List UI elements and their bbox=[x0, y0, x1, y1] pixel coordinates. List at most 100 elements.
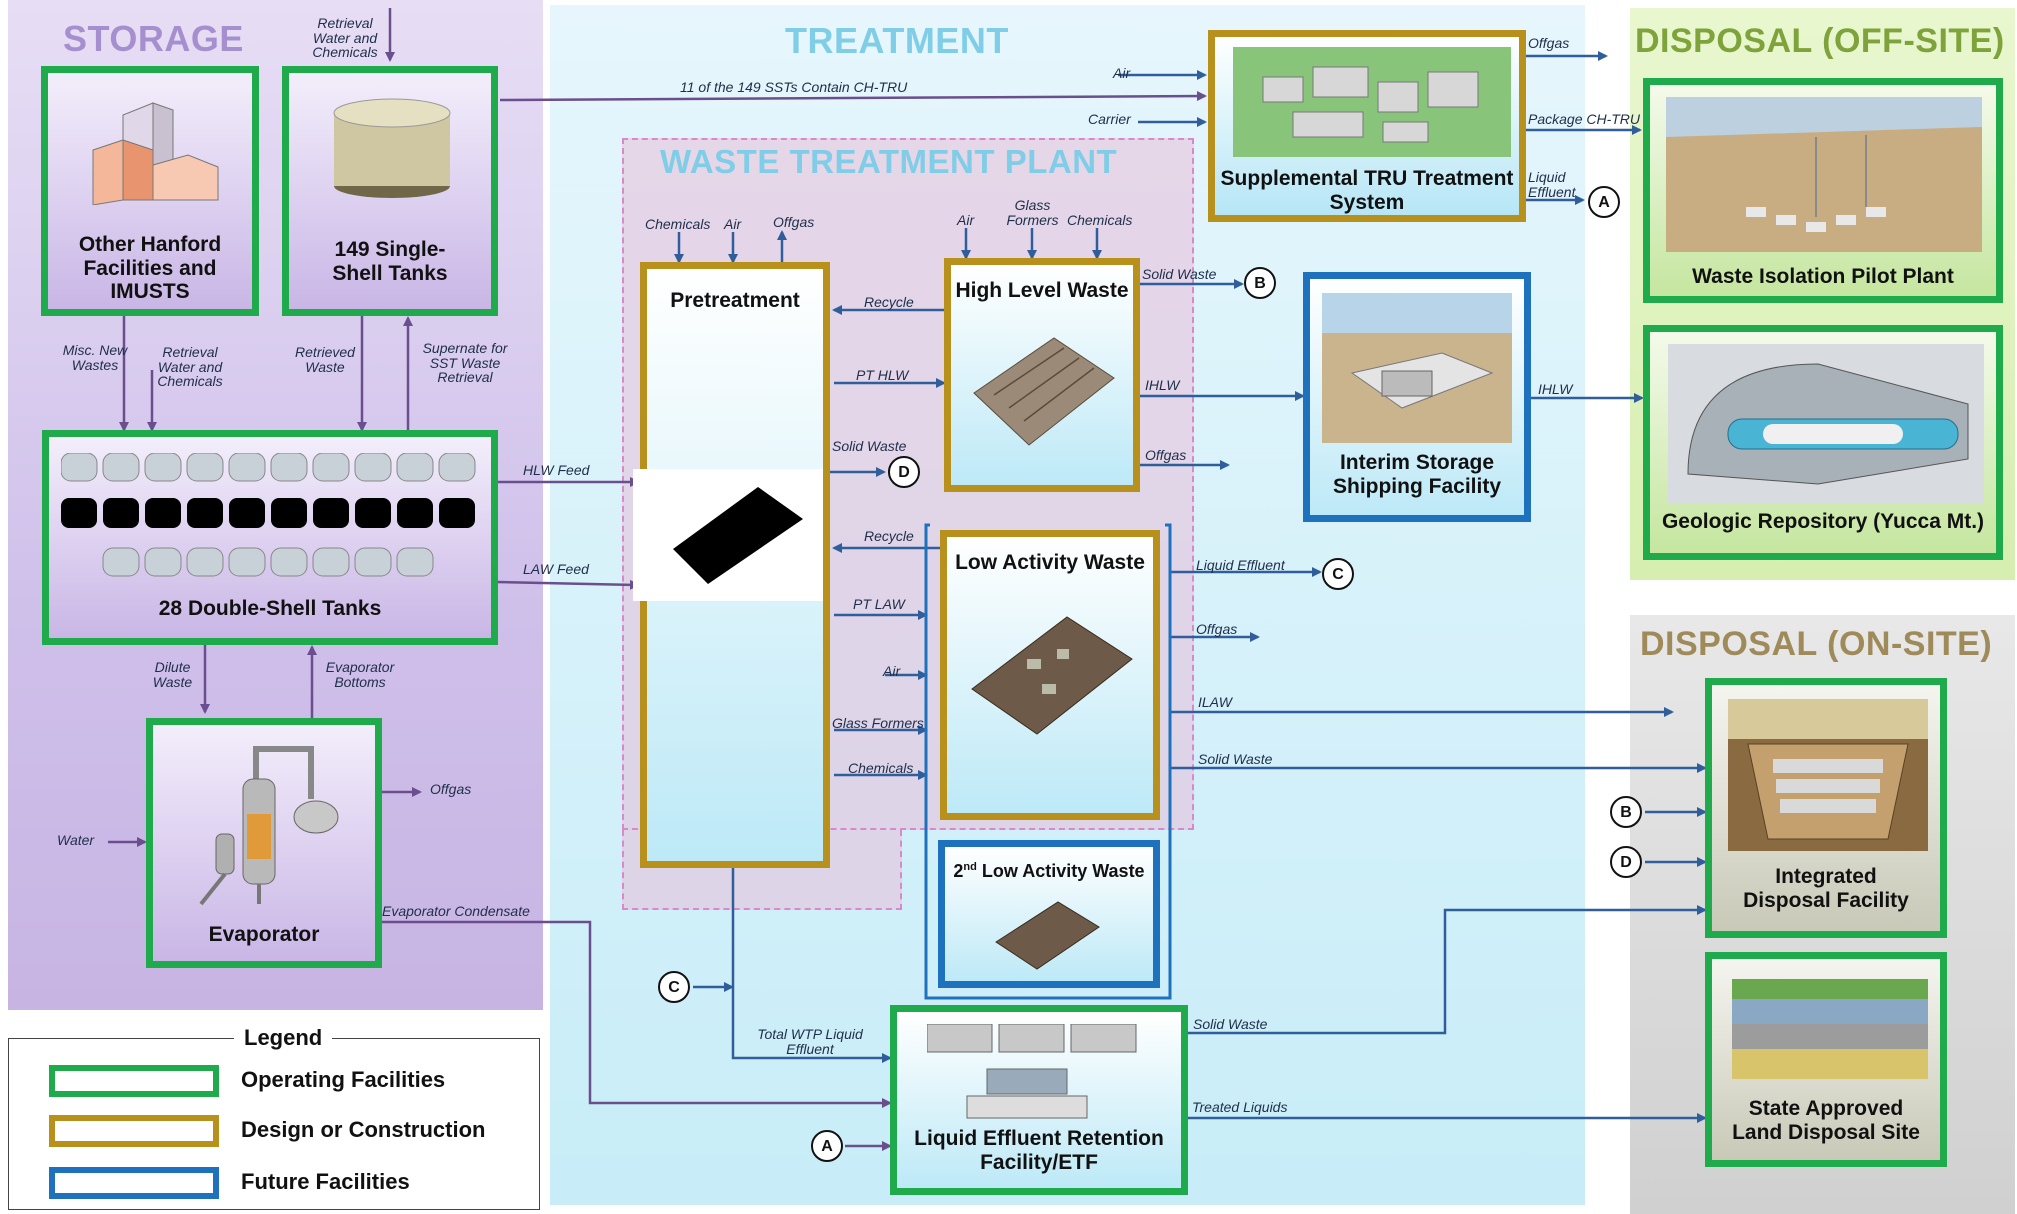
interim-label: Interim Storage Shipping Facility bbox=[1332, 451, 1501, 498]
flow-offgas-hlw: Offgas bbox=[1145, 447, 1187, 463]
interim-storage-box[interactable]: Interim Storage Shipping Facility bbox=[1303, 272, 1531, 522]
connector-a-tru: A bbox=[1588, 186, 1620, 218]
geologic-repository-icon bbox=[1668, 344, 1984, 504]
flow-recycle-law: Recycle bbox=[864, 528, 914, 544]
flow-pt-law: PT LAW bbox=[853, 596, 905, 612]
supp-tru-label: Supplemental TRU Treatment System bbox=[1220, 167, 1514, 214]
tank-icon bbox=[333, 98, 451, 198]
flow-solid-waste-hlw: Solid Waste bbox=[1142, 266, 1217, 282]
flow-recycle-hlw: Recycle bbox=[864, 294, 914, 310]
law2-label: 2nd Low Activity Waste bbox=[953, 861, 1145, 881]
sald-label: State Approved Land Disposal Site bbox=[1732, 1097, 1920, 1144]
legend-swatch-design bbox=[49, 1115, 219, 1147]
legend-label-design: Design or Construction bbox=[241, 1117, 486, 1142]
flow-solid-waste-pt: Solid Waste bbox=[832, 438, 907, 454]
flow-ihlw-1: IHLW bbox=[1145, 377, 1180, 393]
low-activity-waste-box[interactable]: Low Activity Waste bbox=[940, 530, 1160, 820]
flow-offgas-pt: Offgas bbox=[773, 214, 815, 230]
flow-ssts-ch-tru: 11 of the 149 SSTs Contain CH-TRU bbox=[680, 79, 908, 95]
connector-a-lerf: A bbox=[811, 1130, 843, 1162]
interim-facility-icon bbox=[1322, 293, 1512, 443]
flow-evap-condensate: Evaporator Condensate bbox=[382, 903, 530, 919]
flow-offgas-tru: Offgas bbox=[1528, 35, 1570, 51]
flow-solid-waste-lerf: Solid Waste bbox=[1193, 1016, 1268, 1032]
other-hanford-box[interactable]: Other Hanford Facilities and IMUSTS bbox=[41, 66, 259, 316]
yucca-box[interactable]: Geologic Repository (Yucca Mt.) bbox=[1643, 325, 2003, 560]
flow-water: Water bbox=[57, 832, 95, 848]
flow-solid-waste-law: Solid Waste bbox=[1198, 751, 1273, 767]
high-level-waste-box[interactable]: High Level Waste bbox=[944, 258, 1140, 492]
connector-c-law: C bbox=[1322, 558, 1354, 590]
flow-offgas-evap: Offgas bbox=[430, 781, 472, 797]
flow-evap-bottoms: Evaporator Bottoms bbox=[325, 659, 395, 690]
second-law-box[interactable]: 2nd Low Activity Waste bbox=[938, 840, 1160, 988]
idf-box[interactable]: Integrated Disposal Facility bbox=[1705, 678, 1947, 938]
legend-label-future: Future Facilities bbox=[241, 1169, 410, 1194]
sst-label: 149 Single-Shell Tanks bbox=[332, 238, 448, 285]
legend-label-operating: Operating Facilities bbox=[241, 1067, 446, 1092]
flow-chemicals-law: Chemicals bbox=[848, 760, 914, 776]
idf-trench-icon bbox=[1728, 699, 1928, 851]
single-shell-tanks-box[interactable]: 149 Single-Shell Tanks bbox=[282, 66, 498, 316]
lerf-basin-icon bbox=[927, 1024, 1137, 1119]
evaporator-box[interactable]: Evaporator bbox=[146, 718, 382, 968]
connector-c-lerf: C bbox=[658, 971, 690, 1003]
law2-plant-icon bbox=[995, 901, 1100, 970]
connector-d-idf: D bbox=[1610, 846, 1642, 878]
wipp-site-icon bbox=[1666, 97, 1982, 252]
flow-air-pt: Air bbox=[724, 216, 742, 232]
wipp-box[interactable]: Waste Isolation Pilot Plant bbox=[1643, 78, 2003, 303]
supplemental-tru-box[interactable]: Supplemental TRU Treatment System bbox=[1208, 30, 1526, 222]
flow-glass-formers-hlw: Glass Formers bbox=[1006, 197, 1059, 228]
connector-b-hlw: B bbox=[1244, 267, 1276, 299]
connector-b-idf: B bbox=[1610, 796, 1642, 828]
flow-chemicals-hlw: Chemicals bbox=[1067, 212, 1133, 228]
flow-ihlw-2: IHLW bbox=[1538, 381, 1573, 397]
flow-glass-formers-law: Glass Formers bbox=[832, 715, 924, 731]
flow-pt-hlw: PT HLW bbox=[856, 367, 909, 383]
flow-supernate: Supernate for SST Waste Retrieval bbox=[422, 340, 508, 386]
lerf-etf-box[interactable]: Liquid Effluent Retention Facility/ETF bbox=[890, 1005, 1188, 1195]
idf-label: Integrated Disposal Facility bbox=[1743, 865, 1909, 912]
flow-misc-new-wastes: Misc. New Wastes bbox=[62, 342, 128, 373]
storage-title: STORAGE bbox=[63, 18, 244, 59]
flow-dilute-waste: Dilute Waste bbox=[152, 659, 193, 690]
law-plant-icon bbox=[971, 616, 1133, 735]
treatment-title: TREATMENT bbox=[785, 20, 1009, 61]
legend-title: Legend bbox=[234, 1025, 333, 1051]
flow-law-feed: LAW Feed bbox=[523, 561, 589, 577]
lerf-label: Liquid Effluent Retention Facility/ETF bbox=[914, 1127, 1164, 1174]
facility-building-icon bbox=[92, 102, 219, 205]
flow-air-tru: Air bbox=[1113, 65, 1131, 81]
pretreatment-box[interactable]: Pretreatment bbox=[633, 262, 830, 868]
flow-ilaw: ILAW bbox=[1198, 694, 1232, 710]
evaporator-label: Evaporator bbox=[208, 923, 320, 946]
yucca-label: Geologic Repository (Yucca Mt.) bbox=[1661, 510, 1985, 533]
legend-swatch-operating bbox=[49, 1065, 219, 1097]
wtp-title: WASTE TREATMENT PLANT bbox=[660, 143, 1118, 180]
flow-package-ch-tru: Package CH-TRU bbox=[1528, 111, 1641, 127]
hlw-label: High Level Waste bbox=[955, 279, 1129, 302]
other-hanford-label: Other Hanford Facilities and IMUSTS bbox=[78, 233, 222, 304]
disposal-offsite-title: DISPOSAL (OFF-SITE) bbox=[1635, 22, 2005, 60]
sald-box[interactable]: State Approved Land Disposal Site bbox=[1705, 952, 1947, 1167]
pretreatment-image bbox=[633, 469, 823, 601]
law-label: Low Activity Waste bbox=[955, 551, 1145, 574]
double-shell-tanks-box[interactable]: 28 Double-Shell Tanks bbox=[42, 430, 498, 645]
tank-array-icon bbox=[61, 453, 476, 577]
connector-d-pt: D bbox=[888, 456, 920, 488]
flow-total-wtp-liquid-effluent: Total WTP Liquid Effluent bbox=[757, 1026, 863, 1057]
legend: Legend Operating Facilities Design or Co… bbox=[8, 1025, 540, 1210]
flow-liquid-effluent-tru: Liquid Effluent bbox=[1528, 169, 1576, 200]
flow-carrier: Carrier bbox=[1088, 111, 1131, 127]
flow-retrieval-water-dst: Retrieval Water and Chemicals bbox=[157, 344, 223, 390]
flow-offgas-law: Offgas bbox=[1196, 621, 1238, 637]
flow-treated-liquids: Treated Liquids bbox=[1192, 1099, 1288, 1115]
flow-air-law: Air bbox=[883, 663, 901, 679]
tru-facility-icon bbox=[1233, 47, 1511, 157]
flow-hlw-feed: HLW Feed bbox=[523, 462, 590, 478]
hlw-plant-icon bbox=[973, 337, 1115, 446]
flow-retrieved-waste: Retrieved Waste bbox=[295, 344, 355, 375]
legend-swatch-future bbox=[49, 1167, 219, 1199]
